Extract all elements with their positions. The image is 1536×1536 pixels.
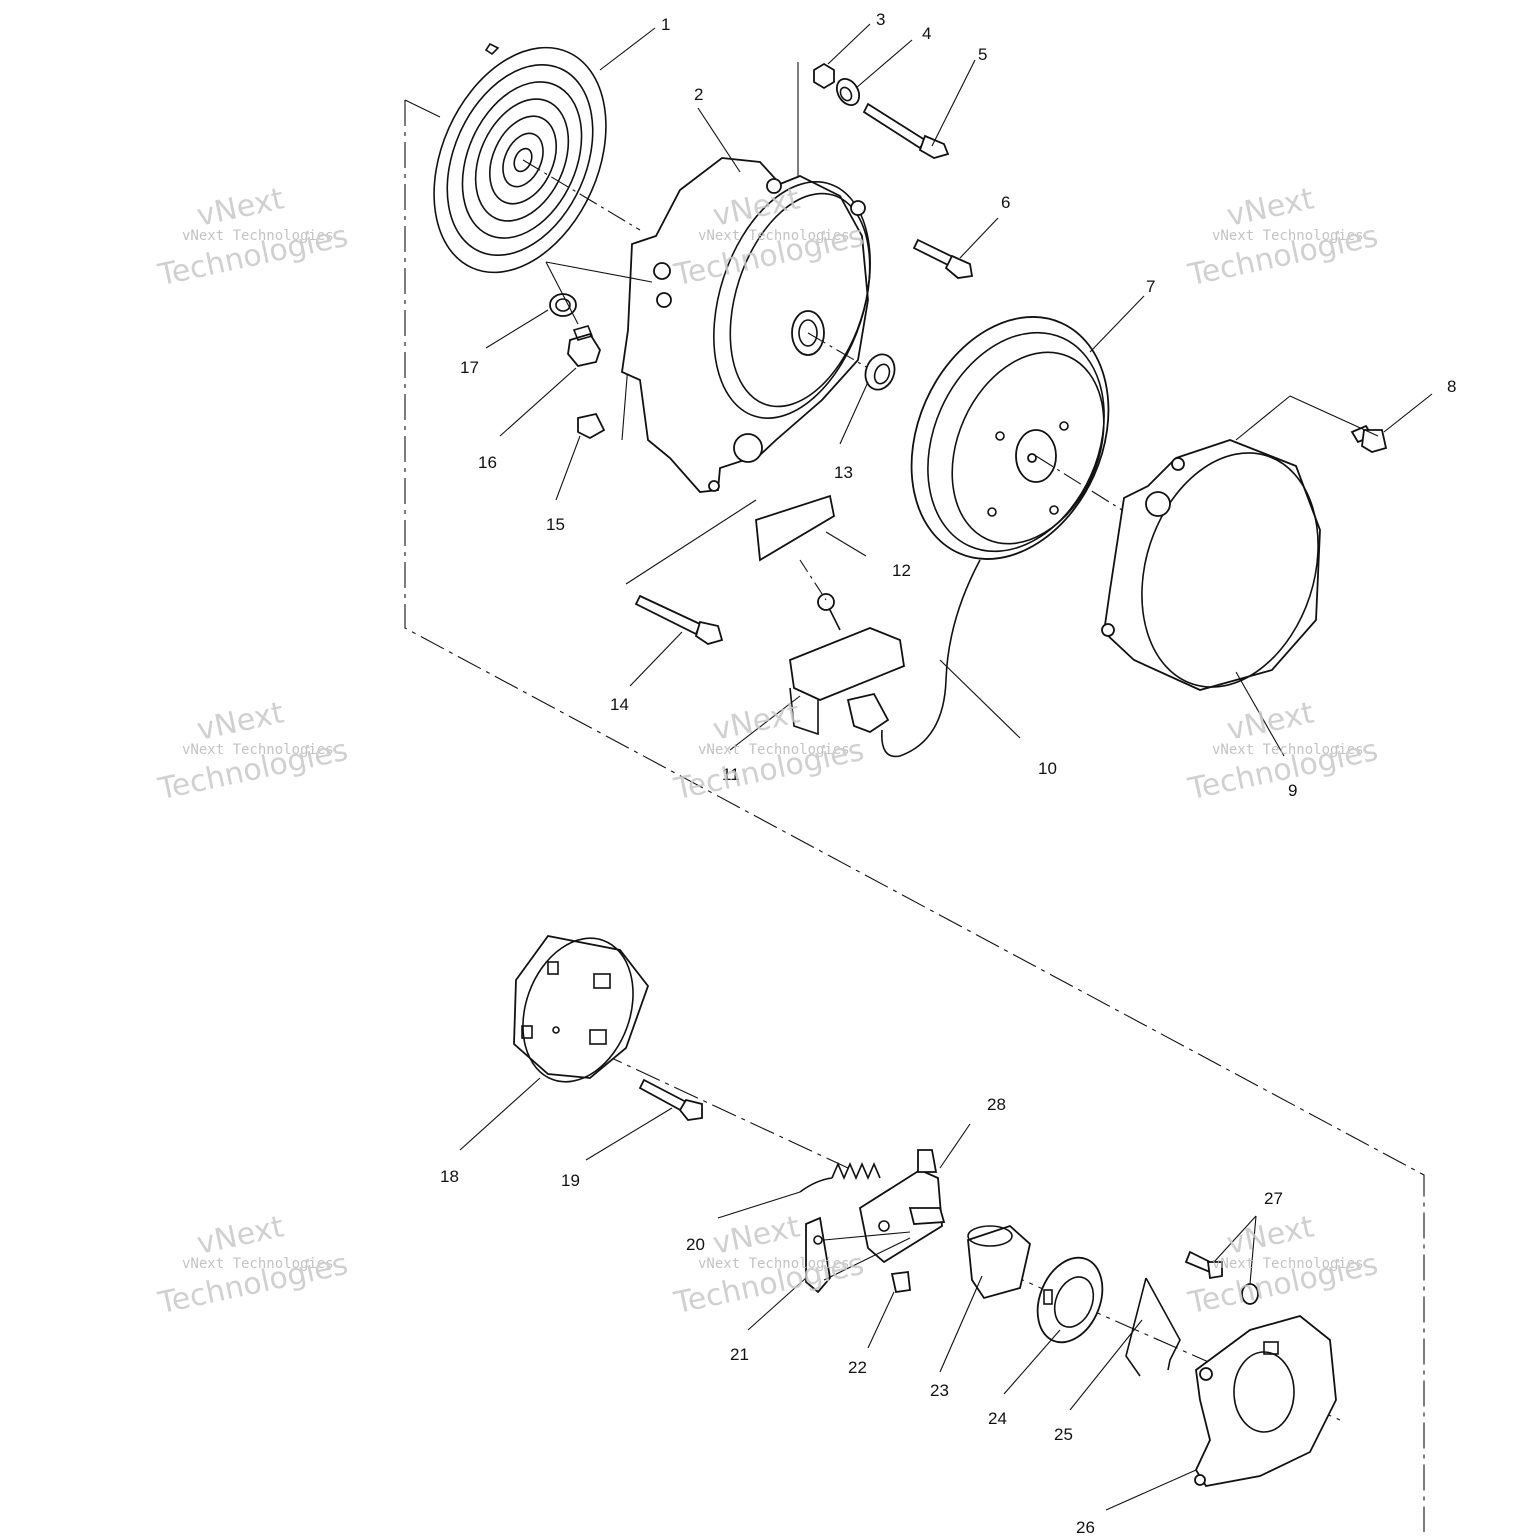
callout-9: 9 <box>1288 781 1297 800</box>
housing-bolt <box>625 499 757 645</box>
ratchet-bracket <box>858 1149 946 1264</box>
callout-6: 6 <box>1001 193 1010 212</box>
svg-text:vNext: vNext <box>194 695 287 748</box>
recoil-spring <box>433 42 641 274</box>
svg-text:vNext Technologies: vNext Technologies <box>1212 1256 1364 1272</box>
starter-rope <box>881 559 981 758</box>
callout-26: 26 <box>1076 1518 1095 1536</box>
callout-15: 15 <box>546 515 565 534</box>
fitting <box>567 325 601 367</box>
watermark: vNext vNext Technologies Technologies <box>154 181 351 293</box>
callout-16: 16 <box>478 453 497 472</box>
callout-27: 27 <box>1264 1189 1283 1208</box>
svg-text:vNext: vNext <box>194 181 287 234</box>
leader-lines <box>459 23 1433 1511</box>
starter-handle <box>789 593 905 736</box>
callout-11: 11 <box>722 765 740 784</box>
callout-3: 3 <box>876 10 885 29</box>
svg-text:vNext: vNext <box>710 1209 803 1262</box>
callout-24: 24 <box>988 1409 1007 1428</box>
watermark: vNext vNext Technologies Technologies <box>1184 695 1381 807</box>
svg-text:vNext Technologies: vNext Technologies <box>1212 742 1364 758</box>
svg-text:vNext: vNext <box>710 695 803 748</box>
watermark: vNext vNext Technologies Technologies <box>1184 1209 1381 1321</box>
watermark: vNext vNext Technologies Technologies <box>670 1209 867 1321</box>
pivot-pin <box>890 1270 911 1294</box>
callout-25: 25 <box>1054 1425 1073 1444</box>
svg-text:vNext: vNext <box>1224 695 1317 748</box>
watermark: vNext vNext Technologies Technologies <box>670 181 867 293</box>
base-plate <box>1194 1315 1337 1487</box>
pawl <box>805 1216 831 1294</box>
watermark: vNext vNext Technologies Technologies <box>670 695 867 807</box>
callout-28: 28 <box>987 1095 1006 1114</box>
svg-text:vNext: vNext <box>1224 181 1317 234</box>
long-bolt <box>862 102 950 159</box>
svg-text:vNext Technologies: vNext Technologies <box>1212 228 1364 244</box>
watermark: vNext vNext Technologies Technologies <box>154 695 351 807</box>
cover-bolt <box>1350 424 1388 453</box>
bearing-plate <box>1036 1256 1104 1344</box>
svg-text:vNext Technologies: vNext Technologies <box>182 1256 334 1272</box>
callout-12: 12 <box>892 561 911 580</box>
coil-spring <box>799 1161 881 1193</box>
short-bolt <box>912 238 974 279</box>
callout-18: 18 <box>440 1167 459 1186</box>
callout-2: 2 <box>694 85 703 104</box>
callout-22: 22 <box>848 1358 867 1377</box>
rope-guide <box>755 494 836 601</box>
starter-cover <box>1101 439 1321 691</box>
callout-4: 4 <box>922 24 931 43</box>
callout-23: 23 <box>930 1381 949 1400</box>
spring-wire <box>1125 1277 1181 1377</box>
drive-cup <box>513 935 650 1083</box>
washer <box>835 77 861 107</box>
callout-17: 17 <box>460 358 479 377</box>
watermark: vNext vNext Technologies Technologies <box>1184 181 1381 293</box>
assembly-outline <box>404 62 1425 1532</box>
cup-bolt <box>638 1078 703 1121</box>
callout-1: 1 <box>661 15 670 34</box>
starter-housing <box>621 157 871 493</box>
callout-7: 7 <box>1146 277 1155 296</box>
callout-5: 5 <box>978 45 987 64</box>
callout-labels: 1 2 3 4 5 6 7 8 9 10 11 12 13 14 15 16 1… <box>440 10 1456 1536</box>
svg-text:vNext: vNext <box>194 1209 287 1262</box>
watermarks: vNext vNext Technologies Technologies vN… <box>154 181 1381 1321</box>
svg-text:vNext Technologies: vNext Technologies <box>698 228 850 244</box>
nut <box>813 62 835 90</box>
bushing <box>577 412 606 440</box>
callout-19: 19 <box>561 1171 580 1190</box>
svg-text:vNext Technologies: vNext Technologies <box>698 742 850 758</box>
rope-pulley <box>910 316 1123 560</box>
svg-text:vNext Technologies: vNext Technologies <box>182 742 334 758</box>
svg-text:vNext: vNext <box>1224 1209 1317 1262</box>
pointer-lines <box>545 261 653 325</box>
callout-13: 13 <box>834 463 853 482</box>
svg-text:vNext Technologies: vNext Technologies <box>698 1256 850 1272</box>
collar <box>967 1224 1031 1300</box>
watermark: vNext vNext Technologies Technologies <box>154 1209 351 1321</box>
callout-21: 21 <box>730 1345 749 1364</box>
callout-20: 20 <box>686 1235 705 1254</box>
callout-14: 14 <box>610 695 629 714</box>
svg-text:vNext Technologies: vNext Technologies <box>182 228 334 244</box>
seal <box>864 353 896 391</box>
callout-8: 8 <box>1447 377 1456 396</box>
callout-10: 10 <box>1038 759 1057 778</box>
